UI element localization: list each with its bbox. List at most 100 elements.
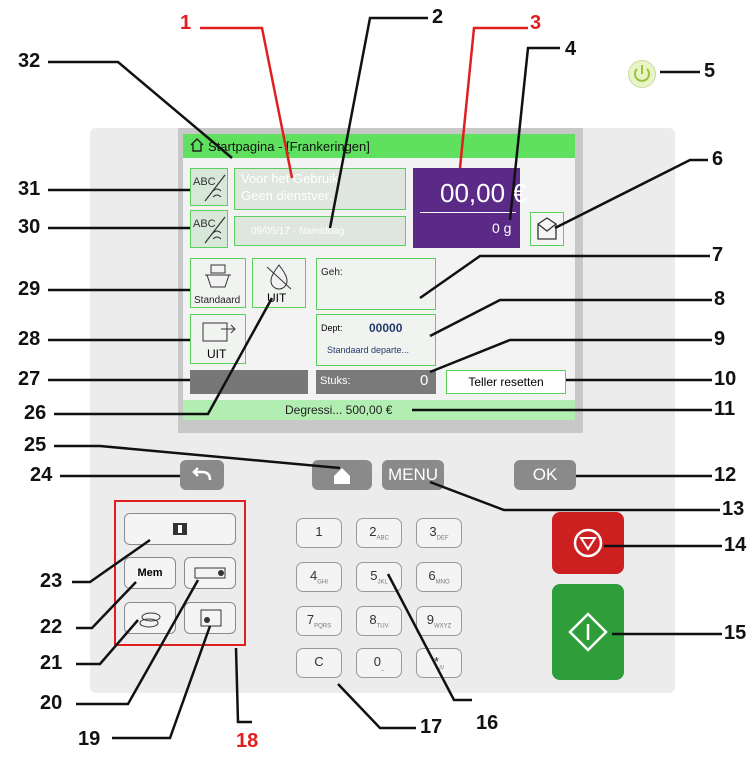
label-toggle-button[interactable]: UIT [190, 314, 246, 364]
key-sub-label: DEF [436, 535, 449, 542]
key-main-label: 3 [429, 524, 437, 539]
empty-status-field [190, 370, 308, 394]
label-key[interactable] [124, 513, 236, 545]
home-button[interactable] [312, 460, 372, 490]
callout-10: 10 [714, 368, 737, 390]
back-button[interactable] [180, 460, 224, 490]
text-message-icon-top[interactable]: ABC [190, 168, 228, 206]
power-icon[interactable] [628, 60, 656, 88]
key-sub-label: #/ [439, 665, 445, 672]
menu-button[interactable]: MENU [382, 460, 444, 490]
key-c[interactable]: C [296, 648, 342, 678]
key-2[interactable]: 2ABC [356, 518, 402, 548]
key-main-label: C [314, 654, 324, 669]
key-8[interactable]: 8TUV [356, 606, 402, 636]
status-bar [183, 400, 575, 420]
callout-21: 21 [40, 652, 63, 674]
title-bar [183, 134, 575, 158]
key-sub-label: GHI [317, 579, 328, 586]
key-9[interactable]: 9WXYZ [416, 606, 462, 636]
key-main-label: 9 [426, 612, 434, 627]
callout-15: 15 [724, 622, 747, 644]
key-main-label: 6 [428, 568, 436, 583]
home-small-icon[interactable] [190, 138, 204, 152]
key-main-label: 2 [369, 524, 377, 539]
key-main-label: 4 [310, 568, 318, 583]
callout-16: 16 [476, 712, 499, 734]
service-field[interactable]: Voor het Gebruik Geen dienstver. [234, 168, 406, 210]
piece-counter-value: 0 [420, 372, 429, 389]
svg-text:ABC: ABC [193, 176, 216, 188]
callout-6: 6 [712, 148, 724, 170]
weighing-mode-label: Standaard [194, 295, 241, 306]
callout-13: 13 [722, 498, 745, 520]
amount-divider [420, 212, 516, 213]
postage-amount-display [413, 168, 520, 248]
callout-23: 23 [40, 570, 63, 592]
piece-counter-label: Stuks: [320, 375, 351, 387]
key-3[interactable]: 3DEF [416, 518, 462, 548]
callout-29: 29 [18, 278, 41, 300]
weighing-mode-button[interactable]: Standaard [190, 258, 246, 308]
start-button[interactable] [552, 584, 624, 680]
department-code: 00000 [369, 321, 403, 335]
key-main-label: 8 [369, 612, 377, 627]
callout-24: 24 [30, 464, 53, 486]
key-main-label: 5 [370, 568, 378, 583]
callout-11: 11 [714, 398, 736, 420]
callout-20: 20 [40, 692, 63, 714]
account-field[interactable]: Geh: [316, 258, 436, 310]
callout-5: 5 [704, 60, 716, 82]
ok-button[interactable]: OK [514, 460, 576, 490]
key-sub-label: WXYZ [433, 623, 452, 630]
department-name: Standaard departe... [327, 345, 410, 355]
key-4[interactable]: 4GHI [296, 562, 342, 592]
service-line-1: Voor het Gebruik [241, 171, 339, 186]
date-field[interactable]: 09/05/17 · Namiddag [234, 216, 406, 246]
callout-14: 14 [724, 534, 747, 556]
reset-counter-button[interactable]: Teller resetten [446, 370, 566, 394]
key-main-label: 0 [373, 654, 381, 669]
key-7[interactable]: 7PQRS [296, 606, 342, 636]
status-bar-text: Degressi... 500,00 € [285, 403, 393, 417]
callout-26: 26 [24, 402, 47, 424]
callout-25: 25 [24, 434, 47, 456]
callout-17: 17 [420, 716, 443, 738]
callout-9: 9 [714, 328, 726, 350]
callout-2: 2 [432, 6, 444, 28]
key-1[interactable]: 1 [296, 518, 342, 548]
department-field[interactable]: Dept: 00000 Standaard departe... [316, 314, 436, 366]
svg-text:ABC: ABC [193, 218, 216, 230]
callout-8: 8 [714, 288, 726, 310]
account-label: Geh: [321, 267, 343, 278]
department-label: Dept: [321, 323, 343, 333]
callout-32: 32 [18, 50, 41, 72]
memory-key[interactable]: Mem [124, 557, 176, 589]
key-6[interactable]: 6MNO [416, 562, 462, 592]
weight-value: 0 g [492, 220, 512, 236]
text-message-icon-bottom[interactable]: ABC [190, 210, 228, 248]
stop-button[interactable] [552, 512, 624, 574]
key-sub-label: JKL [377, 579, 388, 586]
callout-22: 22 [40, 616, 63, 638]
ink-toggle-button[interactable]: UIT [252, 258, 306, 308]
key-main-label: 7 [306, 612, 315, 627]
ink-toggle-label: UIT [267, 291, 287, 305]
callout-31: 31 [18, 178, 41, 200]
callout-28: 28 [18, 328, 41, 350]
callout-3: 3 [530, 12, 542, 34]
key-0[interactable]: 0_ [356, 648, 402, 678]
callout-1: 1 [180, 12, 192, 34]
callout-27: 27 [18, 368, 41, 390]
key-sub-label: TUV [376, 623, 389, 630]
key-sub-label: _ [380, 665, 385, 672]
envelope-icon[interactable] [530, 212, 564, 246]
service-line-2: Geen dienstver. [241, 188, 333, 203]
key-sub-label: ABC [376, 535, 389, 542]
tape-key[interactable] [184, 557, 236, 589]
callout-18: 18 [236, 730, 259, 752]
function-keys-group [114, 500, 246, 646]
callout-19: 19 [78, 728, 101, 750]
callout-12: 12 [714, 464, 737, 486]
